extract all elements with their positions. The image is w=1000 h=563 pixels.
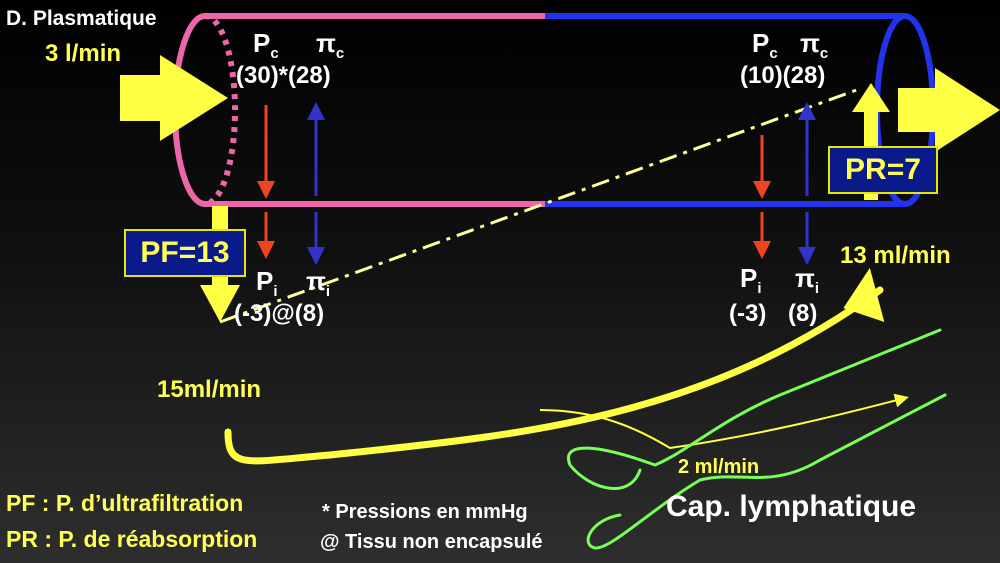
lymph-flow-arrow — [539, 393, 909, 450]
arterial-pii-label: πi — [306, 266, 331, 300]
reabsorption-flow: 13 ml/min — [840, 242, 951, 269]
units-note: * Pressions en mmHg — [322, 501, 528, 523]
lymph-flow: 2 ml/min — [678, 456, 760, 478]
venous-capillary-pressures: (10)(28) — [740, 62, 826, 89]
arterial-capillary-pressures: (30)*(28) — [236, 62, 331, 89]
legend-pr: PR : P. de réabsorption — [6, 526, 258, 552]
venous-pii-label: πi — [795, 263, 820, 297]
tissue-note: @ Tissu non encapsulé — [320, 531, 543, 553]
pressure-gradient-line — [219, 86, 863, 324]
venous-pi-value: (-3) — [729, 300, 767, 327]
venous-pii-value: (8) — [788, 300, 818, 327]
arterial-pic-label: πc — [316, 28, 345, 62]
venous-pic-label: πc — [800, 28, 829, 62]
pf-box: PF=13 — [124, 229, 246, 277]
inflow-rate: 3 l/min — [45, 40, 122, 67]
legend-pf: PF : P. d’ultrafiltration — [6, 490, 244, 516]
section-title: D. Plasmatique — [6, 7, 157, 30]
arterial-pc-label: Pc — [253, 28, 279, 62]
pr-box: PR=7 — [828, 146, 938, 194]
outflow-arrow — [898, 68, 1000, 152]
arterial-capillary — [172, 13, 545, 207]
arterial-interstitial-pressures: (-3)@(8) — [234, 300, 325, 327]
filtration-flow: 15ml/min — [157, 376, 262, 403]
venous-pc-label: Pc — [752, 28, 778, 62]
lymphatic-label: Cap. lymphatique — [666, 490, 917, 523]
inflow-arrow — [120, 55, 228, 141]
interstitial-flow-arrowhead — [843, 267, 885, 323]
lymphatic-capillary — [567, 328, 947, 550]
interstitial-flow-curve — [224, 286, 884, 465]
venous-pi-label: Pi — [740, 263, 762, 297]
arterial-pi-label: Pi — [256, 266, 278, 300]
